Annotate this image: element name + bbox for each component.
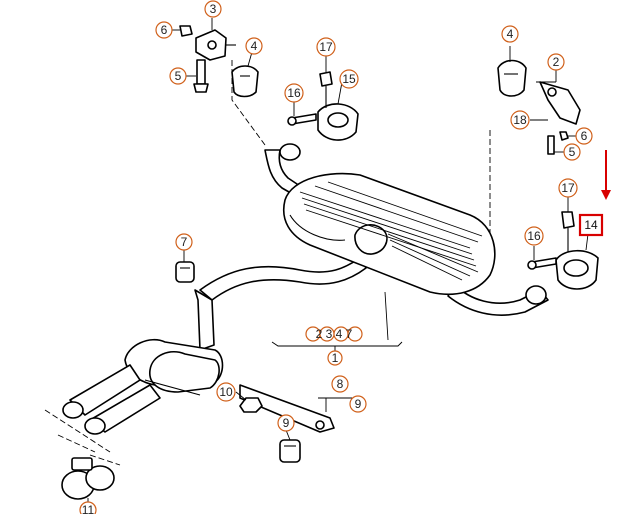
- callout-11: 11: [79, 501, 97, 514]
- callout-6-right: 6: [575, 127, 593, 145]
- svg-text:10: 10: [219, 385, 233, 399]
- svg-text:6: 6: [161, 23, 168, 37]
- callout-1: 1: [327, 350, 343, 366]
- callout-16-right: 16: [524, 226, 544, 246]
- svg-text:5: 5: [569, 145, 576, 159]
- svg-text:18: 18: [513, 113, 527, 127]
- highlight-arrow: [601, 150, 611, 200]
- tail-pipe-tip: [525, 285, 547, 305]
- rear-muffler: [283, 172, 496, 341]
- callout-14-highlighted[interactable]: 14: [578, 213, 604, 237]
- callout-10: 10: [216, 382, 236, 402]
- callout-5-left: 5: [169, 67, 187, 85]
- pipe-flange: [279, 143, 301, 161]
- svg-text:5: 5: [175, 69, 182, 83]
- muffler-ribs: [299, 181, 483, 281]
- mount-bracket: [239, 384, 359, 463]
- callout-15: 15: [339, 69, 359, 89]
- svg-text:16: 16: [287, 86, 301, 100]
- callout-9-lower: 9: [277, 414, 295, 432]
- nut-10: [235, 391, 263, 413]
- svg-text:2: 2: [553, 55, 560, 69]
- svg-text:4: 4: [507, 27, 514, 41]
- svg-text:1: 1: [332, 351, 339, 365]
- svg-text:17: 17: [561, 181, 575, 195]
- svg-text:9: 9: [355, 397, 362, 411]
- callout-18: 18: [510, 110, 530, 130]
- callout-2: 2: [547, 53, 565, 71]
- callout-9-upper: 9: [349, 395, 367, 413]
- hanger-center: [287, 56, 359, 141]
- callout-17-top: 17: [316, 37, 336, 57]
- svg-text:14: 14: [584, 218, 598, 232]
- hanger-bracket-left: [170, 18, 259, 98]
- rubber-mount-7: [175, 250, 195, 283]
- svg-text:2 3 4 7: 2 3 4 7: [316, 327, 353, 341]
- callout-7: 7: [175, 233, 193, 251]
- callout-8: 8: [331, 375, 349, 393]
- front-silencer: [62, 338, 224, 435]
- callout-3: 3: [204, 0, 222, 18]
- callout-5-right: 5: [563, 143, 581, 161]
- svg-text:15: 15: [342, 72, 356, 86]
- svg-text:6: 6: [581, 129, 588, 143]
- callout-6-left: 6: [155, 21, 173, 39]
- callout-4-left: 4: [245, 37, 263, 55]
- hanger-tail-right: [527, 196, 599, 290]
- svg-text:7: 7: [181, 235, 188, 249]
- svg-text:3: 3: [210, 2, 217, 16]
- svg-text:17: 17: [319, 40, 333, 54]
- svg-text:9: 9: [283, 416, 290, 430]
- pipe-clamp: [61, 457, 115, 508]
- callout-group-label: 2 3 4 7: [305, 326, 363, 342]
- exhaust-pipe: [194, 143, 549, 351]
- svg-text:4: 4: [251, 39, 258, 53]
- callout-17-right: 17: [558, 178, 578, 198]
- front-pipe-end-left: [62, 401, 84, 419]
- svg-text:8: 8: [337, 377, 344, 391]
- hanger-bracket-right: [497, 46, 581, 155]
- svg-text:11: 11: [82, 503, 95, 514]
- svg-text:16: 16: [527, 229, 541, 243]
- callout-16-top: 16: [284, 83, 304, 103]
- callout-4-right: 4: [501, 25, 519, 43]
- front-pipe-end-right: [84, 417, 106, 435]
